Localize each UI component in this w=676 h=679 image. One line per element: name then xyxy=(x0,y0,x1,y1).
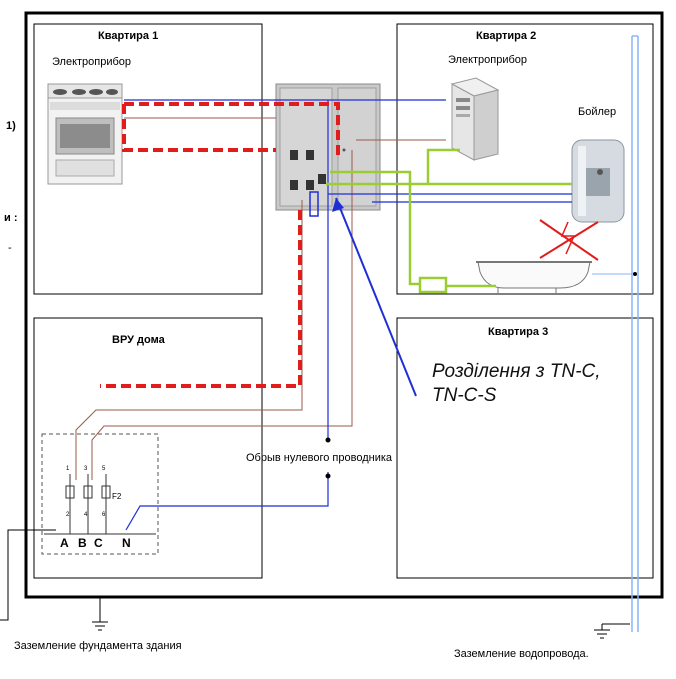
foundation-ground-label: Заземление фундамента здания xyxy=(14,640,182,652)
margin-fragment-1: 1) xyxy=(6,120,16,132)
neutral-link xyxy=(309,191,319,217)
fuse-pin-4: 4 xyxy=(84,512,88,518)
neutral-break-label: Обрыв нулевого проводника xyxy=(246,452,393,464)
foundation-ground-icon xyxy=(92,597,108,631)
terminal-n: N xyxy=(122,536,131,550)
fuse-label: F2 xyxy=(112,492,122,501)
fuse-pin-5: 5 xyxy=(102,466,106,472)
stove-icon xyxy=(47,83,123,185)
water-pipe xyxy=(631,35,639,632)
vru-fuse-block xyxy=(41,433,159,555)
building-frame xyxy=(24,11,664,599)
vru-title: ВРУ дома xyxy=(112,334,165,346)
fault-current-path xyxy=(100,102,340,388)
phase-wires xyxy=(75,117,446,480)
fuse-pin-2: 2 xyxy=(66,512,70,518)
supply-line xyxy=(0,529,56,621)
apartment-3-box xyxy=(396,317,654,579)
fuse-pin-6: 6 xyxy=(102,512,106,518)
pe-wires xyxy=(326,148,572,294)
apartment-1-box xyxy=(33,23,263,295)
bathtub-icon xyxy=(476,261,592,294)
annotation-arrow xyxy=(332,197,417,397)
break-point-top xyxy=(325,437,331,443)
terminal-b: B xyxy=(78,536,87,550)
boiler-icon xyxy=(571,139,625,223)
water-pipe-ground-icon xyxy=(594,623,630,639)
apartment-1-appliance-label: Электроприбор xyxy=(52,56,132,68)
fuse-pin-1: 1 xyxy=(66,466,70,472)
break-point-bottom xyxy=(325,473,331,479)
pipe-node xyxy=(633,272,637,276)
apartment-2-appliance-label: Электроприбор xyxy=(448,54,528,66)
apartment-2-title: Квартира 2 xyxy=(476,30,537,42)
boiler-label: Бойлер xyxy=(578,106,617,118)
fuse-pin-3: 3 xyxy=(84,466,88,472)
terminal-a: A xyxy=(60,536,69,550)
apartment-3-title: Квартира 3 xyxy=(488,326,549,338)
neutral-wires xyxy=(124,99,572,531)
fault-cross-icon xyxy=(539,219,599,261)
vru-box xyxy=(33,317,263,579)
computer-icon xyxy=(450,77,500,161)
margin-fragment-2: и : xyxy=(4,212,18,224)
terminal-c: C xyxy=(94,536,103,550)
apartment-1-title: Квартира 1 xyxy=(98,30,159,42)
margin-fragment-3: - xyxy=(8,242,12,254)
apartment-2-box xyxy=(396,23,654,295)
water-pipe-ground-label: Заземление водопровода. xyxy=(454,648,589,660)
tn-separation-note: Розділення з TN-C, TN-C-S xyxy=(432,361,601,406)
